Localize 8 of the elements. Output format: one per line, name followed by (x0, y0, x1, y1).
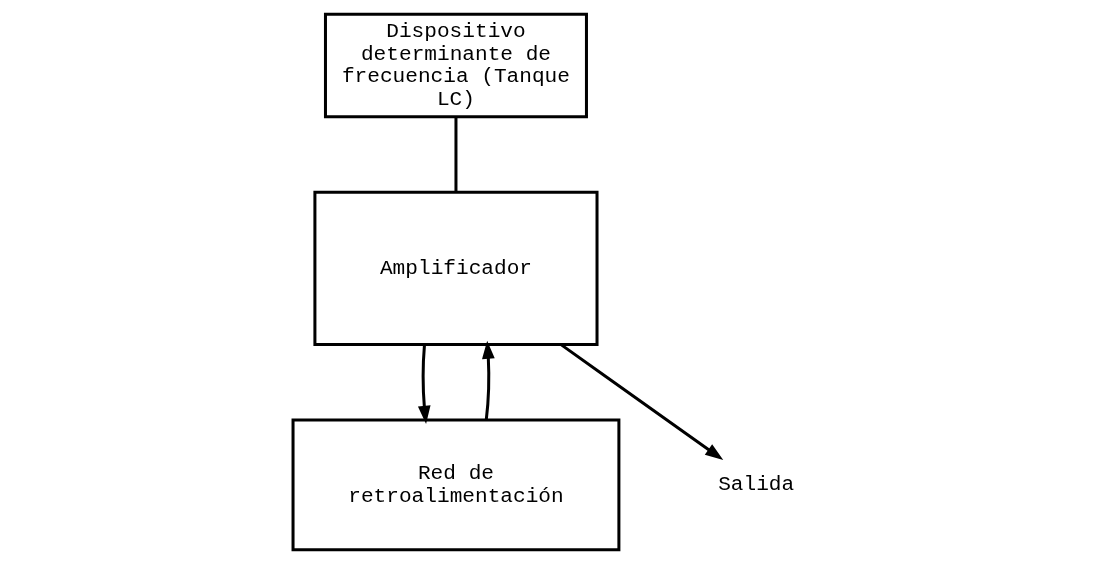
arrow (560, 343, 724, 460)
arrow (417, 345, 431, 424)
arrow (482, 340, 495, 420)
node-box: Dispositivo determinante de frecuencia (Tanque LC) (323, 12, 588, 119)
node-text: Salida (718, 472, 795, 497)
connector (454, 116, 458, 192)
node-box: Red de retroalimentación (291, 418, 621, 552)
node-box: Amplificador (313, 190, 599, 347)
